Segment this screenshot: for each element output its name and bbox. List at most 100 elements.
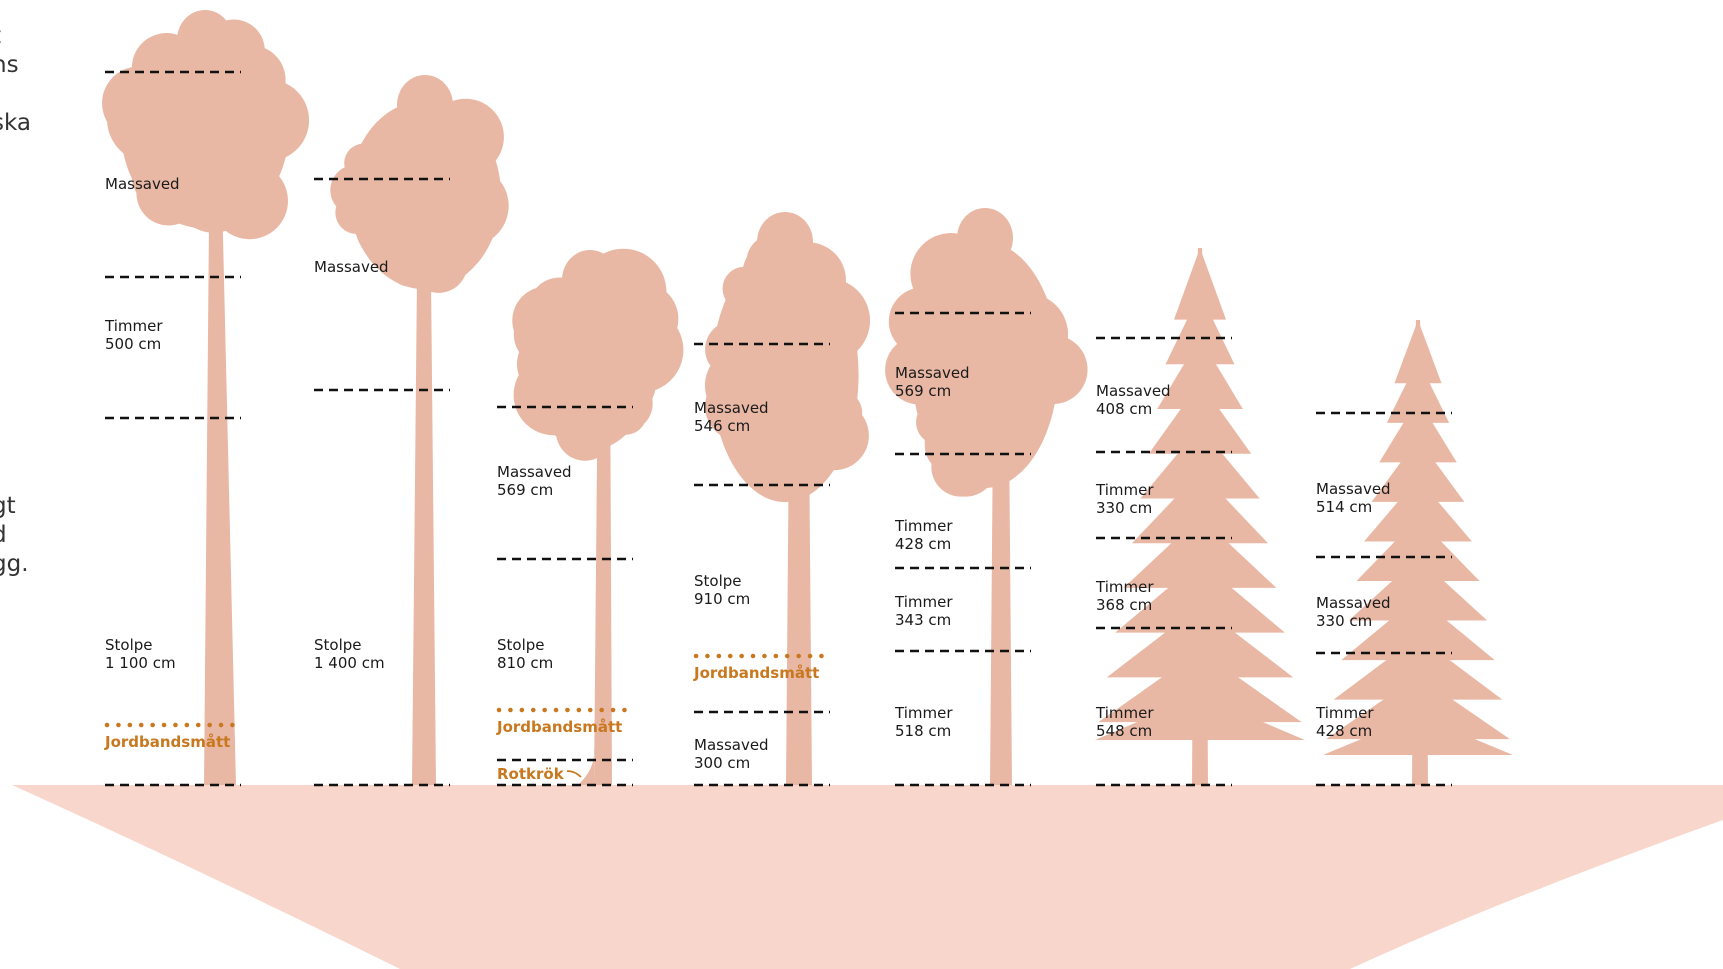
segment-name: Massaved [314,258,389,276]
segment-name: Stolpe [105,636,153,654]
crown-top [757,212,813,272]
crown-tier [1326,675,1510,740]
crown-core [911,242,1059,488]
crown-tier [1364,478,1472,542]
crown-top [177,10,233,70]
segment-length: 910 cm [694,590,751,608]
crown-top [957,208,1013,268]
segment-length: 548 cm [1096,722,1153,740]
segment-length: 518 cm [895,722,952,740]
segment-label: Massaved [105,175,180,193]
jordbandsmatt-label: Jordbandsmått [497,718,623,736]
tree-6 [1095,248,1305,785]
crown-tier [1115,561,1285,633]
crown-core [349,100,501,290]
segment-name: Timmer [105,317,163,335]
ground [12,785,1723,969]
rotkrok-arrow [566,770,582,778]
tree-1 [102,10,310,785]
crown-tier [1106,605,1294,678]
tree-2 [330,75,509,785]
crown-tier [1157,337,1243,410]
segment-length: 368 cm [1096,596,1153,614]
side-text-bottom: gt d gg. [0,493,29,577]
rotkrok-label: Rotkrök [497,765,564,783]
segment-name: Timmer [895,517,953,535]
segment-length: 514 cm [1316,498,1373,516]
segment-name: Timmer [895,593,953,611]
crown-core [526,269,654,451]
crown-tier [1098,650,1302,723]
crown-tier [1095,695,1305,740]
jordbandsmatt-label: Jordbandsmått [694,664,820,682]
segment-name: Massaved [1096,382,1171,400]
crown-tier [1323,715,1513,755]
segment-name: Stolpe [497,636,545,654]
segment-name: Massaved [1316,480,1391,498]
segment-length: 343 cm [895,611,952,629]
segment-name: Stolpe [314,636,362,654]
segment-name: Stolpe [694,572,742,590]
segment-length: 1 100 cm [105,654,176,672]
segment-length: 569 cm [497,481,554,499]
segment-length: 428 cm [895,535,952,553]
segment-name: Timmer [1316,704,1374,722]
segment-name: Timmer [1096,704,1154,722]
crown-tier [1148,382,1252,454]
segment-length: 330 cm [1096,499,1153,517]
crown-top [562,250,618,310]
side-text-top: t ns ska [0,23,31,136]
crown-tier [1386,359,1450,423]
crown-tier [1348,557,1488,621]
segment-name: Massaved [105,175,180,193]
crown-tier [1341,596,1495,661]
tree-4 [704,212,871,785]
segment-length: 1 400 cm [314,654,385,672]
segment-length: 408 cm [1096,400,1153,418]
crown-tier [1333,636,1503,700]
trunk [578,350,612,785]
segment-name: Massaved [497,463,572,481]
segment-length: 428 cm [1316,722,1373,740]
segment-length: 300 cm [694,754,751,772]
segment-name: Massaved [895,364,970,382]
segment-label: Massaved [314,258,389,276]
segment-name: Timmer [1096,481,1154,499]
crown-tier [1131,471,1269,544]
segment-name: Massaved [694,736,769,754]
segment-name: Timmer [1096,578,1154,596]
segment-name: Massaved [694,399,769,417]
crown-tier [1140,426,1260,499]
crown-tier [1165,292,1235,365]
jordbandsmatt-label: Jordbandsmått [105,733,231,751]
segment-length: 810 cm [497,654,554,672]
crown-tier [1371,438,1465,502]
segment-name: Massaved [1316,594,1391,612]
tree-5 [885,208,1088,785]
segment-name: Timmer [895,704,953,722]
crown-tier [1356,517,1480,581]
trunk [412,175,436,785]
crown-tier [1379,399,1457,463]
tree-3 [512,248,684,785]
